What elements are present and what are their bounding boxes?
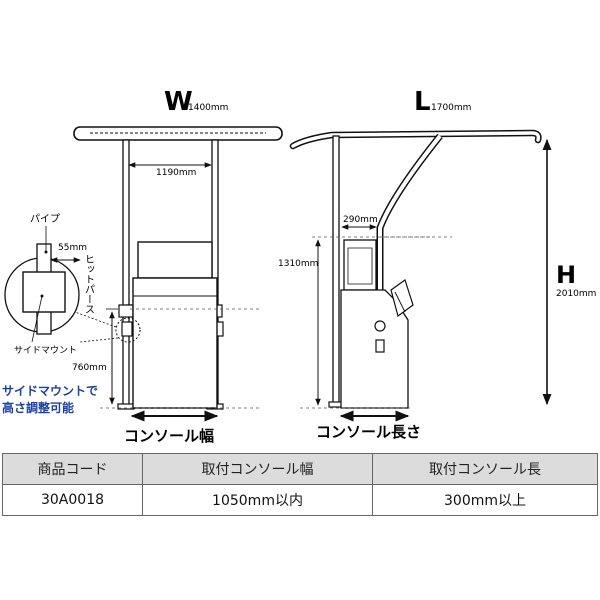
inner-width-label: 1190mm — [156, 168, 196, 178]
cell-product-code: 30A0018 — [2, 484, 143, 516]
side-rear-pipe — [332, 135, 340, 407]
front-console-top — [137, 241, 213, 279]
side-height-label: 760mm — [72, 363, 107, 373]
h-size: 2010mm — [556, 289, 596, 299]
depth-label: 290mm — [343, 215, 378, 225]
h-letter: H — [556, 261, 576, 289]
spec-table: 商品コード 取付コンソール幅 取付コンソール長 30A0018 1050mm以内… — [2, 453, 598, 516]
cell-console-length: 300mm以上 — [372, 484, 598, 516]
vertical-label: ヒットパース — [83, 254, 95, 314]
feature-line1: サイドマウントで — [2, 384, 98, 398]
front-view — [73, 126, 283, 422]
steering-wheel — [390, 279, 414, 318]
header-console-width: 取付コンソール幅 — [142, 453, 373, 485]
rail-height-label: 1310mm — [278, 259, 318, 269]
console-width-label: コンソール幅 — [124, 427, 214, 445]
side-mount-detail — [4, 226, 81, 343]
side-mount-label: サイドマウント — [14, 345, 77, 356]
console-length-label: コンソール長さ — [316, 423, 421, 441]
front-left-pipe — [122, 139, 130, 409]
pipe-gap-label: 55mm — [58, 243, 87, 253]
front-console-body — [132, 277, 218, 409]
side-view — [289, 129, 552, 422]
detail-marker — [115, 317, 141, 343]
w-letter: W — [164, 87, 193, 117]
t-top-diagram: W 1400mm L 1700mm H 2010mm 1190mm パイプ 55… — [2, 87, 596, 445]
spec-table-header: 商品コード 取付コンソール幅 取付コンソール長 — [2, 453, 598, 485]
feature-line2: 高さ調整可能 — [2, 400, 74, 415]
l-letter: L — [414, 87, 431, 117]
l-size: 1700mm — [431, 103, 471, 113]
table-row: 30A0018 1050mm以内 300mm以上 — [2, 484, 598, 516]
w-size: 1400mm — [188, 103, 228, 113]
cell-console-width: 1050mm以内 — [142, 484, 373, 516]
header-console-length: 取付コンソール長 — [372, 453, 598, 485]
side-console-upper — [343, 239, 377, 291]
header-product-code: 商品コード — [2, 453, 143, 485]
pipe-label: パイプ — [30, 213, 60, 225]
side-console-body — [340, 289, 409, 409]
